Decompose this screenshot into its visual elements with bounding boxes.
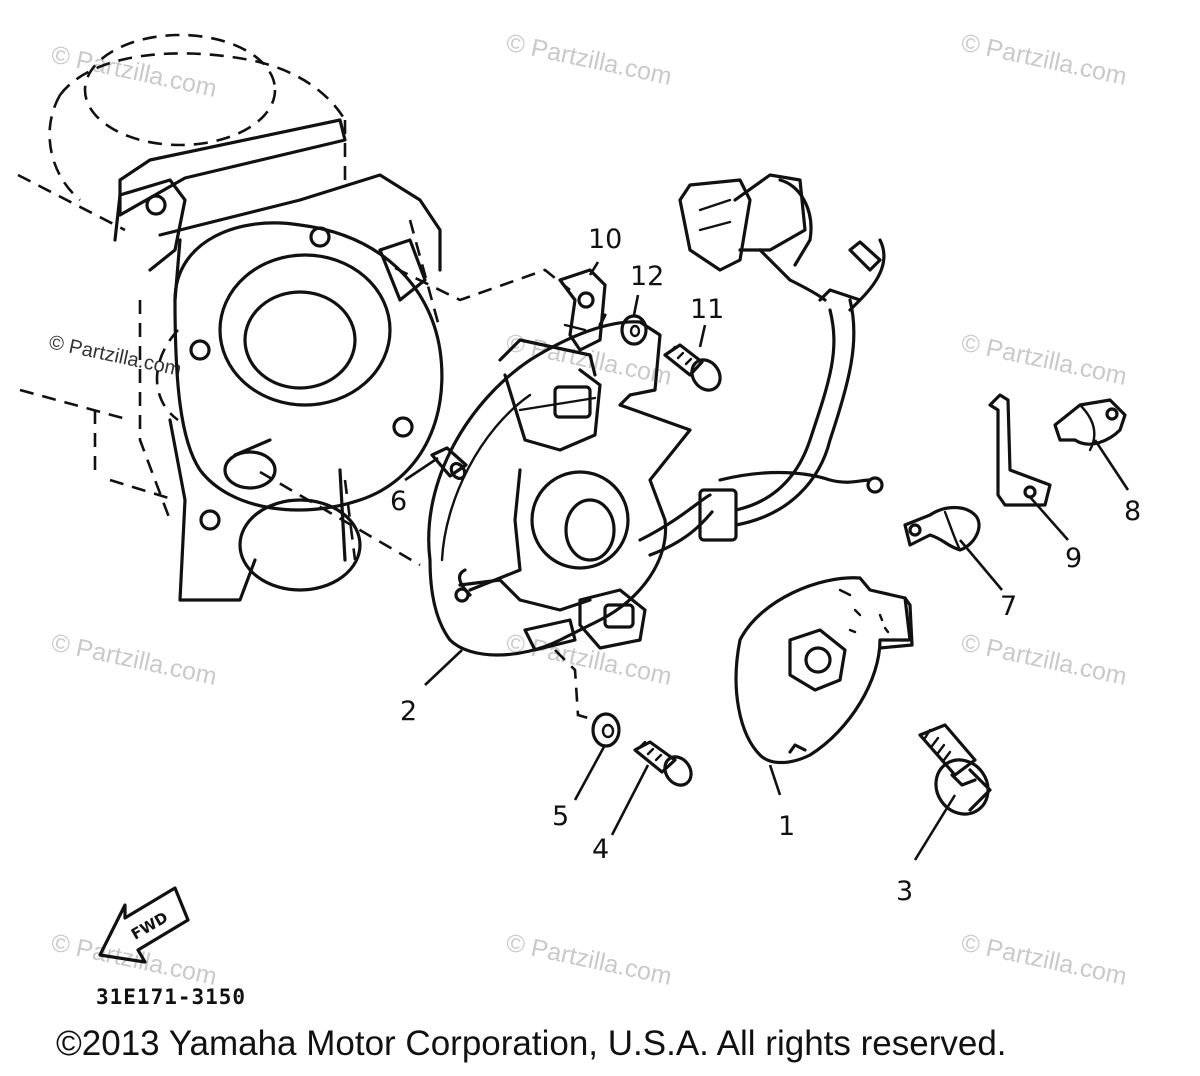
callout-8: 8 <box>1124 496 1141 527</box>
rotor-cover <box>734 576 914 765</box>
watermark: © Partzilla.com <box>959 328 1130 390</box>
watermark: © Partzilla.com <box>504 928 675 990</box>
wiring-harness <box>638 173 886 557</box>
dowel-pin <box>430 446 468 481</box>
clip <box>558 268 607 352</box>
watermark-dark: © Partzilla.com <box>47 331 183 381</box>
bolt-small <box>633 740 693 787</box>
washer-small <box>620 314 648 346</box>
washer <box>591 712 621 748</box>
callout-10: 10 <box>588 224 622 255</box>
crankcase-body <box>113 118 444 602</box>
diagram-code: 31E171-3150 <box>96 985 246 1009</box>
bracket <box>988 393 1052 507</box>
watermark: © Partzilla.com <box>49 40 220 102</box>
callout-11: 11 <box>690 294 724 325</box>
wire-clamp <box>903 505 981 552</box>
watermark: © Partzilla.com <box>959 628 1130 690</box>
copyright-notice: ©2013 Yamaha Motor Corporation, U.S.A. A… <box>56 1024 1007 1063</box>
callout-1: 1 <box>778 811 795 842</box>
callout-3: 3 <box>896 876 913 907</box>
callout-9: 9 <box>1065 543 1082 574</box>
callout-4: 4 <box>592 834 609 865</box>
callout-2: 2 <box>400 696 417 727</box>
callout-leaders <box>404 261 1130 861</box>
cable-clamp <box>1053 398 1127 452</box>
watermark: © Partzilla.com <box>504 28 675 90</box>
watermark: © Partzilla.com <box>959 28 1130 90</box>
watermark: © Partzilla.com <box>959 928 1130 990</box>
screw <box>663 343 722 392</box>
bolt-large <box>918 723 992 816</box>
callout-12: 12 <box>630 261 664 292</box>
callout-6: 6 <box>390 486 407 517</box>
callout-7: 7 <box>1000 591 1017 622</box>
crankcase-outline <box>17 33 442 561</box>
callout-5: 5 <box>552 801 569 832</box>
callout-numbers: 1 2 3 4 5 6 7 8 9 10 12 11 <box>390 224 1141 907</box>
watermark: © Partzilla.com <box>49 628 220 690</box>
alignment-lines <box>259 266 596 722</box>
